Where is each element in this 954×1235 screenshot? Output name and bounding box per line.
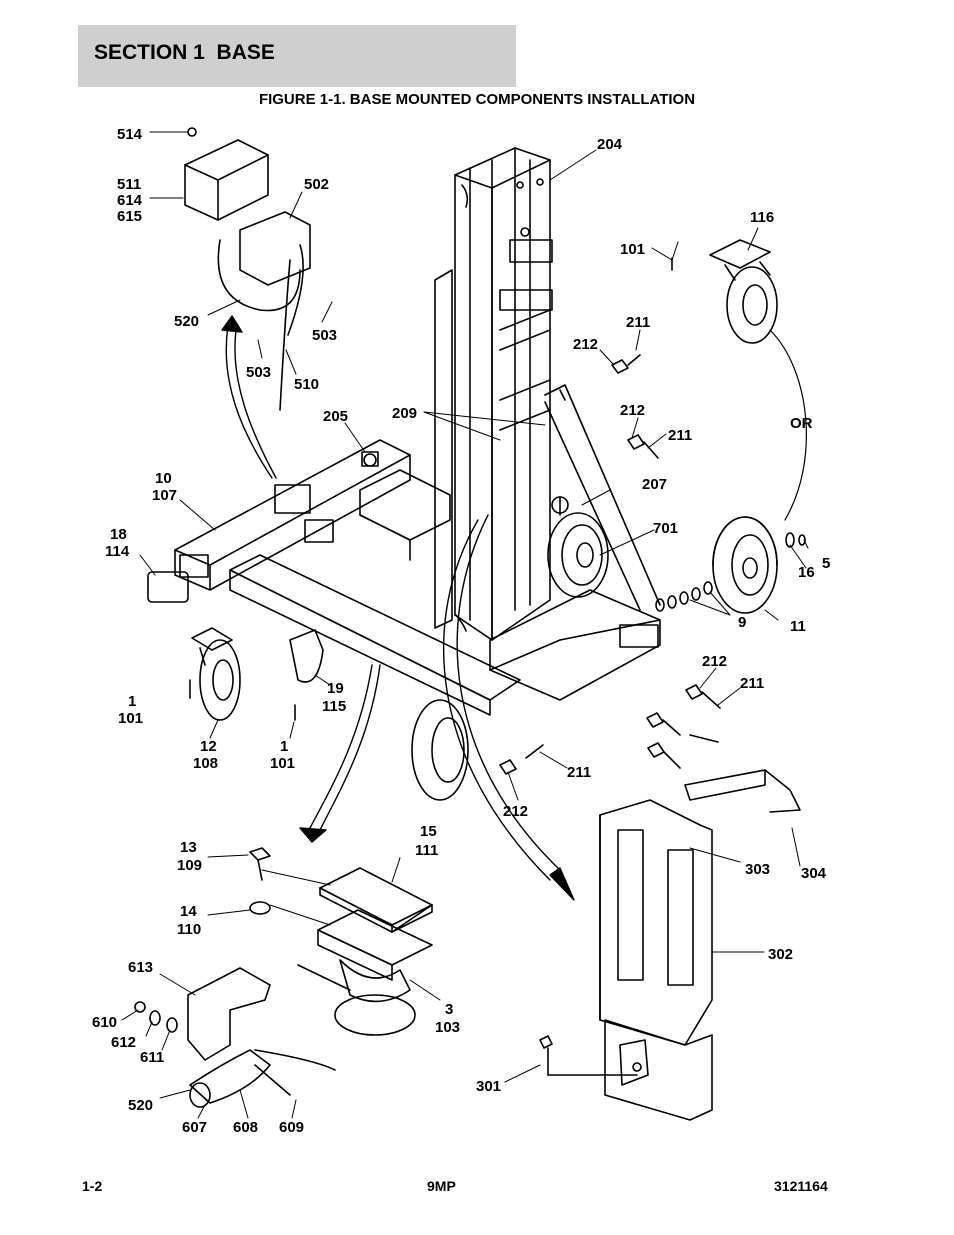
document-number: 3121164 bbox=[774, 1178, 828, 1194]
callout-18: 18 bbox=[110, 526, 127, 543]
callout-or: OR bbox=[790, 415, 813, 432]
section-header: SECTION 1 BASE bbox=[78, 25, 516, 87]
callout-116: 116 bbox=[750, 209, 774, 226]
callout-211-low: 211 bbox=[740, 675, 764, 692]
callout-612: 612 bbox=[111, 1034, 136, 1051]
winch-drum bbox=[547, 496, 609, 598]
mounting-plate bbox=[134, 967, 336, 1108]
hardware-bolts bbox=[189, 257, 721, 775]
callout-514: 514 bbox=[117, 126, 143, 143]
callout-9: 9 bbox=[738, 614, 746, 631]
callout-115: 115 bbox=[322, 698, 346, 715]
callout-16: 16 bbox=[798, 564, 815, 581]
caster-alt bbox=[709, 239, 778, 344]
callout-211-top: 211 bbox=[626, 314, 650, 331]
callout-1-mid: 1 bbox=[280, 738, 288, 755]
callout-610: 610 bbox=[92, 1014, 117, 1031]
bracket-304 bbox=[684, 769, 801, 813]
callout-613: 613 bbox=[128, 959, 153, 976]
model-name: 9MP bbox=[427, 1178, 456, 1194]
callout-607: 607 bbox=[182, 1119, 207, 1136]
base-frame bbox=[174, 439, 521, 716]
callout-611: 611 bbox=[140, 1049, 164, 1066]
callout-212-low: 212 bbox=[702, 653, 727, 670]
front-wheel bbox=[712, 516, 778, 614]
callout-205: 205 bbox=[323, 408, 348, 425]
reference-arrows bbox=[221, 315, 807, 901]
callout-109: 109 bbox=[177, 857, 202, 874]
cover-205 bbox=[274, 484, 311, 514]
callout-13: 13 bbox=[180, 839, 197, 856]
callout-110: 110 bbox=[177, 921, 201, 938]
callout-207: 207 bbox=[642, 476, 667, 493]
callout-520-top: 520 bbox=[174, 313, 199, 330]
callout-303: 303 bbox=[745, 861, 770, 878]
callout-3: 3 bbox=[445, 1001, 453, 1018]
callout-212-bottom: 212 bbox=[503, 803, 528, 820]
callout-114: 114 bbox=[105, 543, 130, 560]
callout-12: 12 bbox=[200, 738, 217, 755]
callout-10: 10 bbox=[155, 470, 172, 487]
callout-15: 15 bbox=[420, 823, 437, 840]
callout-11: 11 bbox=[790, 618, 806, 635]
washers-9 bbox=[655, 532, 806, 612]
callout-510: 510 bbox=[294, 376, 319, 393]
callout-19: 19 bbox=[327, 680, 344, 697]
callout-212-top: 212 bbox=[573, 336, 598, 353]
callout-211-mid: 211 bbox=[668, 427, 692, 444]
callout-101-top: 101 bbox=[620, 241, 645, 258]
callout-111: 111 bbox=[415, 842, 438, 859]
callout-209: 209 bbox=[392, 405, 417, 422]
control-box bbox=[184, 127, 311, 411]
leader-lines bbox=[121, 131, 809, 1119]
callout-502: 502 bbox=[304, 176, 329, 193]
page-number: 1-2 bbox=[82, 1178, 103, 1194]
rear-wheel bbox=[411, 699, 469, 801]
callout-103: 103 bbox=[435, 1019, 460, 1036]
caster-detail bbox=[297, 867, 433, 1036]
callout-101-mid: 101 bbox=[270, 755, 295, 772]
callout-304: 304 bbox=[801, 865, 827, 882]
bolt-13-washer-14 bbox=[249, 847, 271, 915]
end-cap-18 bbox=[147, 571, 189, 603]
callout-101-left: 101 bbox=[118, 710, 143, 727]
callout-204: 204 bbox=[597, 136, 623, 153]
caster-left bbox=[191, 627, 241, 721]
callout-511: 511 bbox=[117, 176, 141, 193]
callout-107: 107 bbox=[152, 487, 177, 504]
callout-608: 608 bbox=[233, 1119, 258, 1136]
callout-615: 615 bbox=[117, 208, 142, 225]
mast-assembly bbox=[434, 147, 553, 641]
figure-title: FIGURE 1-1. BASE MOUNTED COMPONENTS INST… bbox=[258, 91, 696, 108]
callout-108: 108 bbox=[193, 755, 218, 772]
outrigger-arm bbox=[489, 384, 661, 701]
bracket-small bbox=[304, 519, 334, 543]
callout-701: 701 bbox=[653, 520, 678, 537]
callout-614: 614 bbox=[117, 192, 143, 209]
callout-211-bottom: 211 bbox=[567, 764, 591, 781]
callout-302: 302 bbox=[768, 946, 793, 963]
cover-302 bbox=[599, 799, 713, 1121]
callout-503-left: 503 bbox=[246, 364, 271, 381]
callout-609: 609 bbox=[279, 1119, 304, 1136]
callout-503-right: 503 bbox=[312, 327, 337, 344]
callout-14: 14 bbox=[180, 903, 197, 920]
bolt-301 bbox=[539, 1035, 638, 1076]
callout-5: 5 bbox=[822, 555, 830, 572]
callout-520-bottom: 520 bbox=[128, 1097, 153, 1114]
section-title: SECTION 1 BASE bbox=[94, 41, 275, 64]
callout-1-left: 1 bbox=[128, 693, 136, 710]
bracket-19 bbox=[289, 629, 324, 683]
callout-212-mid: 212 bbox=[620, 402, 645, 419]
callout-301: 301 bbox=[476, 1078, 501, 1095]
